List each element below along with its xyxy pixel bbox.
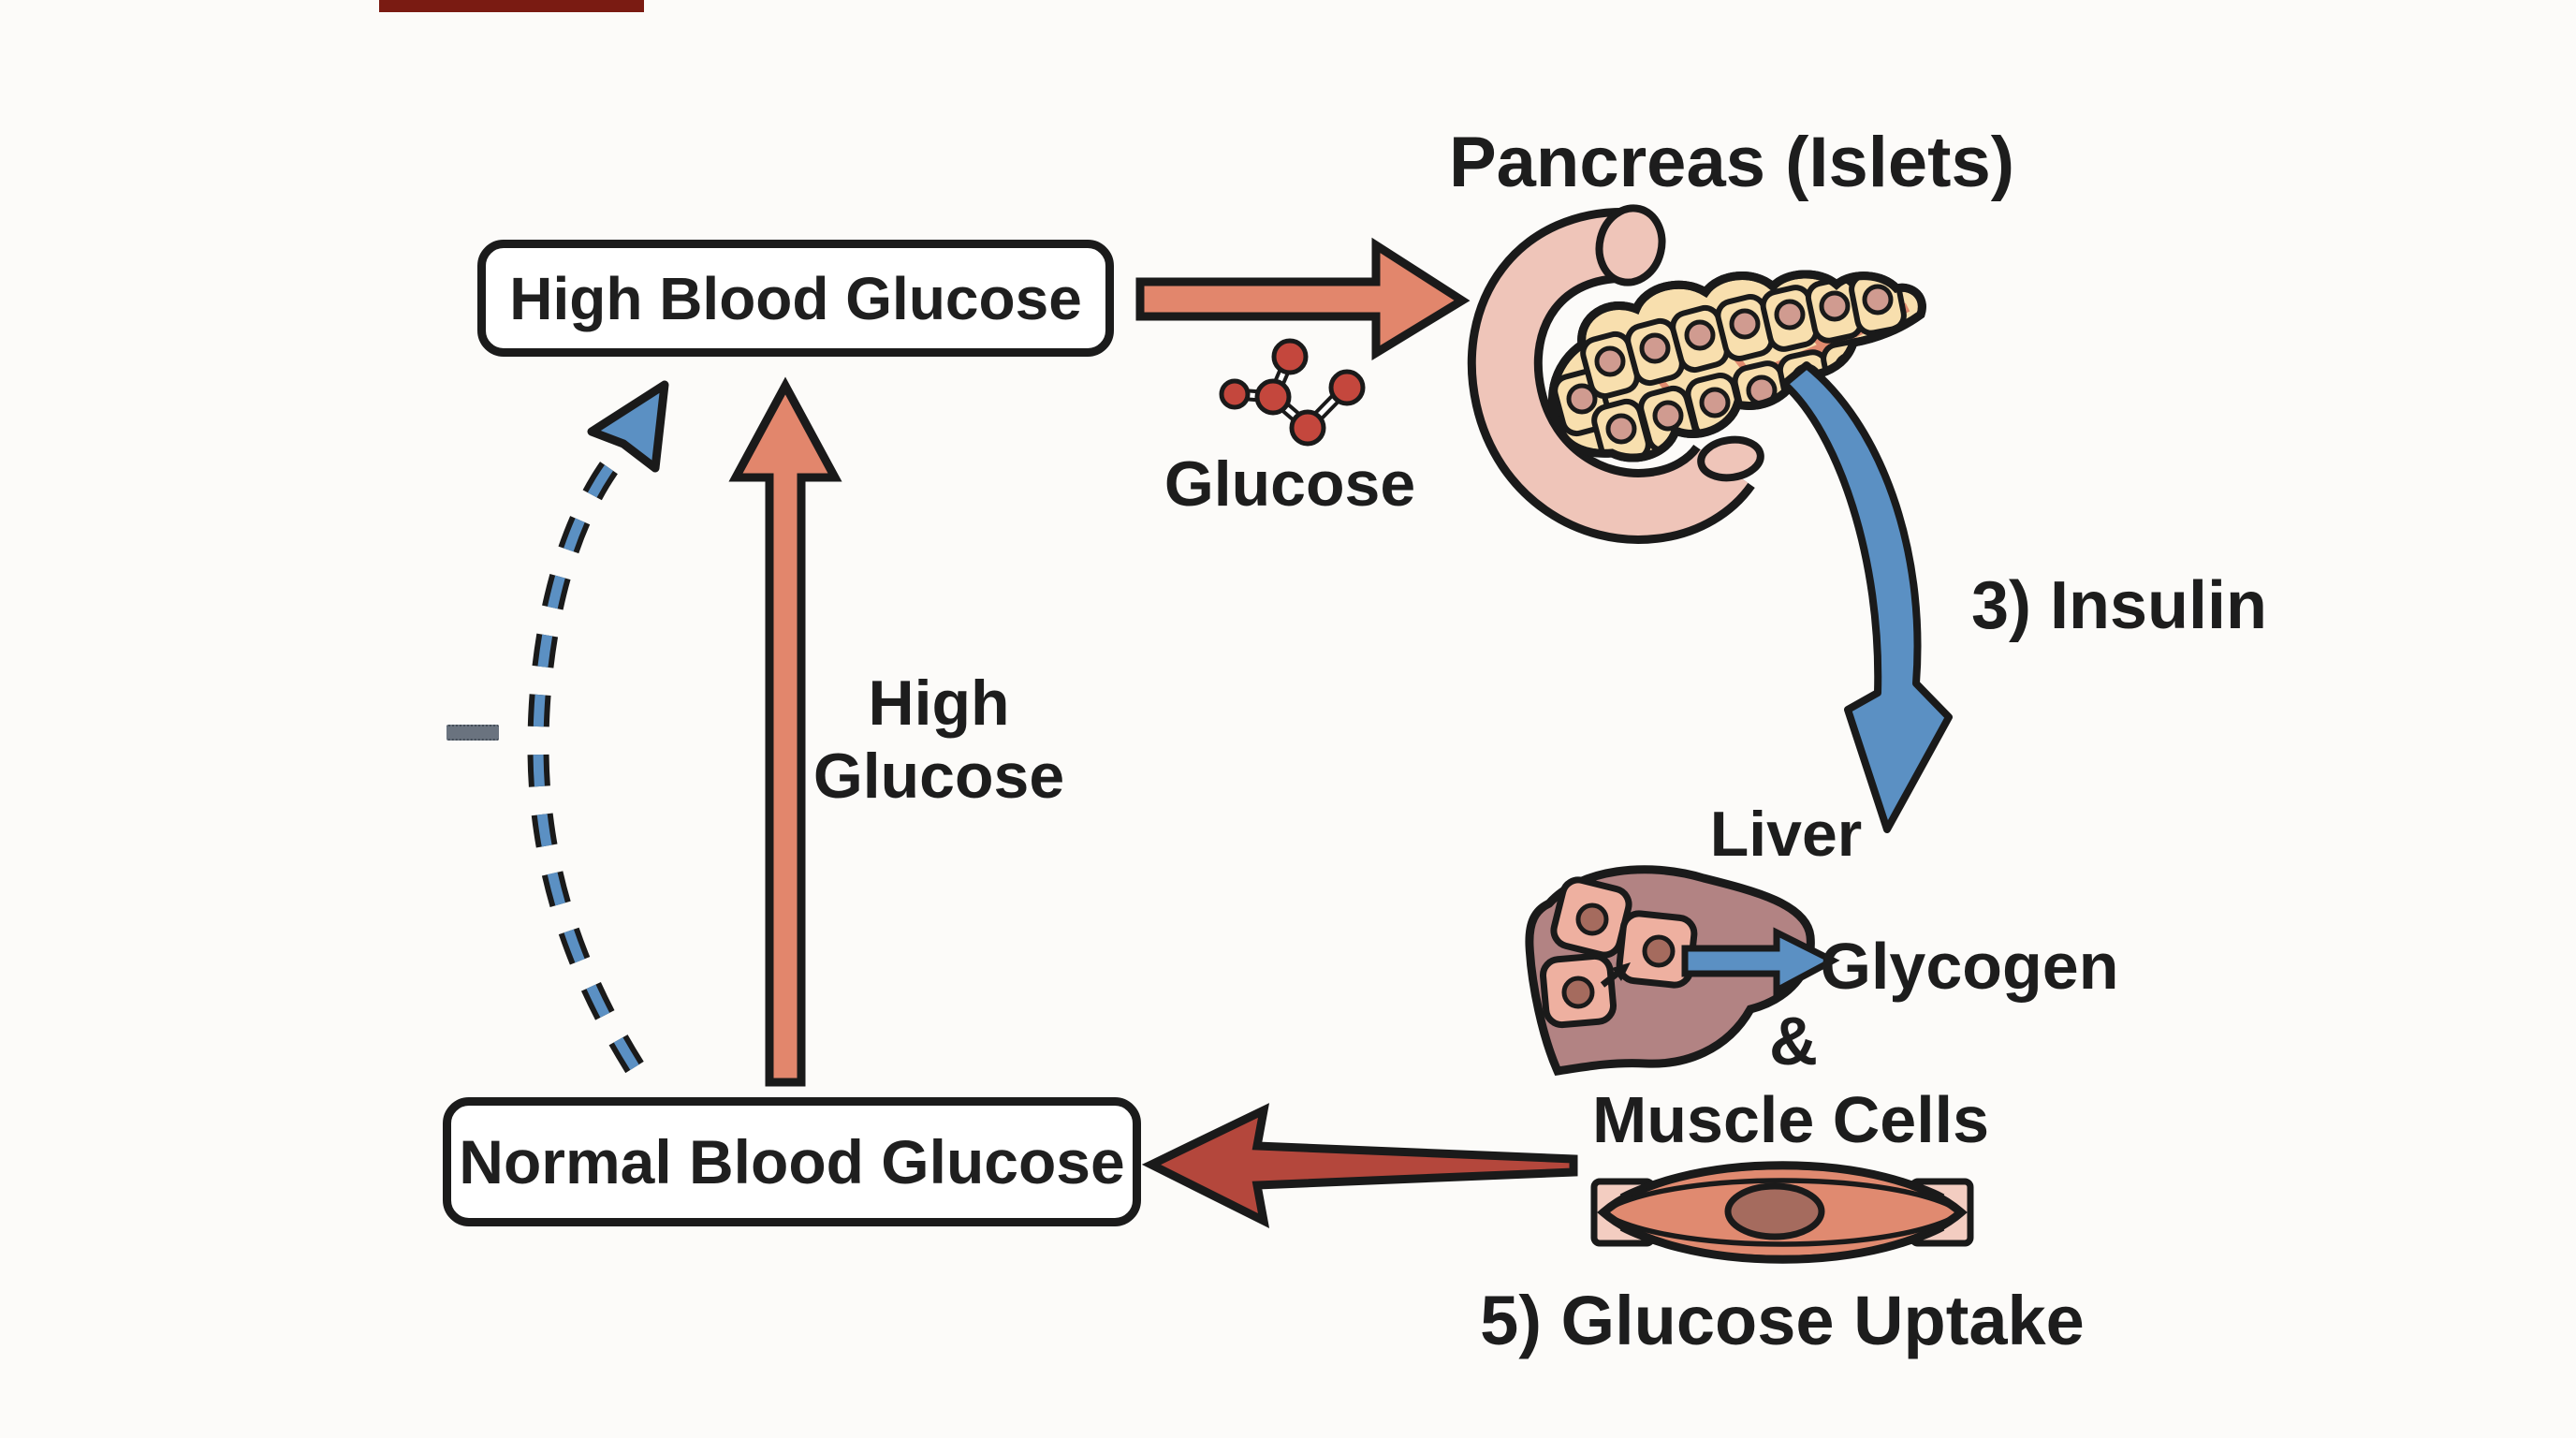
liver-label: Liver xyxy=(1709,799,1863,870)
high-glucose-line2: Glucose xyxy=(812,741,1065,813)
insulin-step-label: 3) Insulin xyxy=(1971,568,2268,643)
high-glucose-up-arrow xyxy=(728,376,842,1087)
muscle-cells-label: Muscle Cells xyxy=(1591,1083,1990,1156)
feedback-arrowhead-icon xyxy=(587,380,669,473)
high-glucose-line1: High xyxy=(868,668,1010,739)
pancreas-illustration xyxy=(1467,204,1926,544)
liver-cell-nuclei xyxy=(1561,902,1676,1009)
glucose-to-pancreas-arrow xyxy=(1135,237,1471,361)
negative-feedback-dashed-arrow xyxy=(527,380,669,1074)
liver-inner-arrow-icon xyxy=(1600,962,1631,988)
normal-blood-glucose-node: Normal Blood Glucose xyxy=(443,1097,1141,1226)
high-glucose-arrow-label: High Glucose xyxy=(813,667,1064,813)
duodenum-opening-top xyxy=(1595,204,1666,286)
glycogen-arrow xyxy=(1681,927,1840,996)
high-blood-glucose-node: High Blood Glucose xyxy=(477,240,1114,357)
insulin-arrow xyxy=(1780,361,1953,833)
glucose-uptake-return-arrow xyxy=(1141,1103,1578,1229)
duodenum-opening-bottom xyxy=(1697,435,1764,482)
top-edge-cropped-bar xyxy=(379,0,644,12)
muscle-cell-illustration xyxy=(1590,1161,1974,1264)
glycogen-label: Glycogen xyxy=(1820,930,2119,1003)
glucose-molecule-icon xyxy=(1219,338,1366,447)
muscle-cell-nucleus xyxy=(1724,1182,1825,1240)
glucose-uptake-step-label: 5) Glucose Uptake xyxy=(1480,1282,2085,1359)
normal-blood-glucose-label: Normal Blood Glucose xyxy=(459,1127,1125,1196)
liver-illustration xyxy=(1525,865,1815,1076)
pancreas-title: Pancreas (Islets) xyxy=(1448,123,2015,202)
high-blood-glucose-label: High Blood Glucose xyxy=(509,264,1082,332)
minus-sign-icon xyxy=(446,725,499,741)
ampersand-label: & xyxy=(1769,1005,1818,1079)
muscle-fiber-lines xyxy=(1612,1164,1953,1261)
glucose-molecule-label: Glucose xyxy=(1164,448,1416,520)
